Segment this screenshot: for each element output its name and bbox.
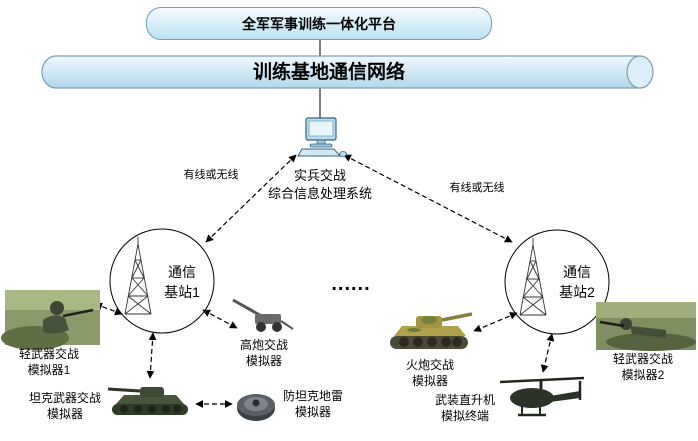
platform-title: 全军军事训练一体化平台 — [242, 15, 396, 32]
link-label-right: 有线或无线 — [449, 182, 505, 194]
tank-weapon-simulator-label: 坦克武器交战 模拟器 — [28, 391, 101, 422]
tank-image — [107, 387, 188, 415]
artillery-simulator-label: 火炮交战 模拟器 — [405, 358, 454, 389]
soldier-photo-2 — [596, 302, 696, 351]
network-title: 训练基地通信网络 — [252, 62, 405, 83]
light-weapon-simulator-1-label: 轻武器交战 模拟器1 — [18, 347, 79, 378]
processing-system-label: 实兵交战 综合信息处理系统 — [267, 168, 372, 201]
soldier-photo-1 — [1, 290, 100, 350]
mine-image — [237, 394, 275, 421]
link-label-left: 有线或无线 — [183, 169, 239, 181]
base-station-2-label: 通信 基站2 — [559, 264, 595, 301]
link-station2-artillery — [473, 312, 518, 332]
link-station2-helicopter — [540, 333, 555, 373]
computer-icon — [297, 117, 347, 157]
aa-gun-image — [232, 298, 294, 332]
network-cylinder — [41, 55, 654, 89]
link-station1-lightweapon1 — [94, 302, 123, 316]
anti-tank-mine-simulator-label: 防坦克地雷 模拟器 — [282, 389, 343, 420]
light-weapon-simulator-2-label: 轻武器交战 模拟器2 — [612, 352, 673, 383]
artillery-tank-image — [390, 312, 473, 349]
base-station-2-node — [504, 229, 610, 335]
link-station1-aagun — [202, 309, 238, 329]
base-station-1-label: 通信 基站1 — [164, 264, 200, 301]
aa-gun-simulator-label: 高炮交战 模拟器 — [239, 338, 288, 369]
ellipsis-label: ...... — [331, 273, 371, 295]
platform-box: 全军军事训练一体化平台 — [146, 7, 492, 40]
antenna-tower-icon — [124, 237, 152, 315]
helicopter-terminal-label: 武装直升机 模拟终端 — [434, 393, 495, 424]
link-computer-station1 — [205, 154, 297, 243]
link-station1-tank — [146, 332, 157, 379]
helicopter-image — [499, 376, 585, 417]
antenna-tower-icon — [519, 238, 547, 316]
base-station-1-node — [109, 228, 215, 334]
